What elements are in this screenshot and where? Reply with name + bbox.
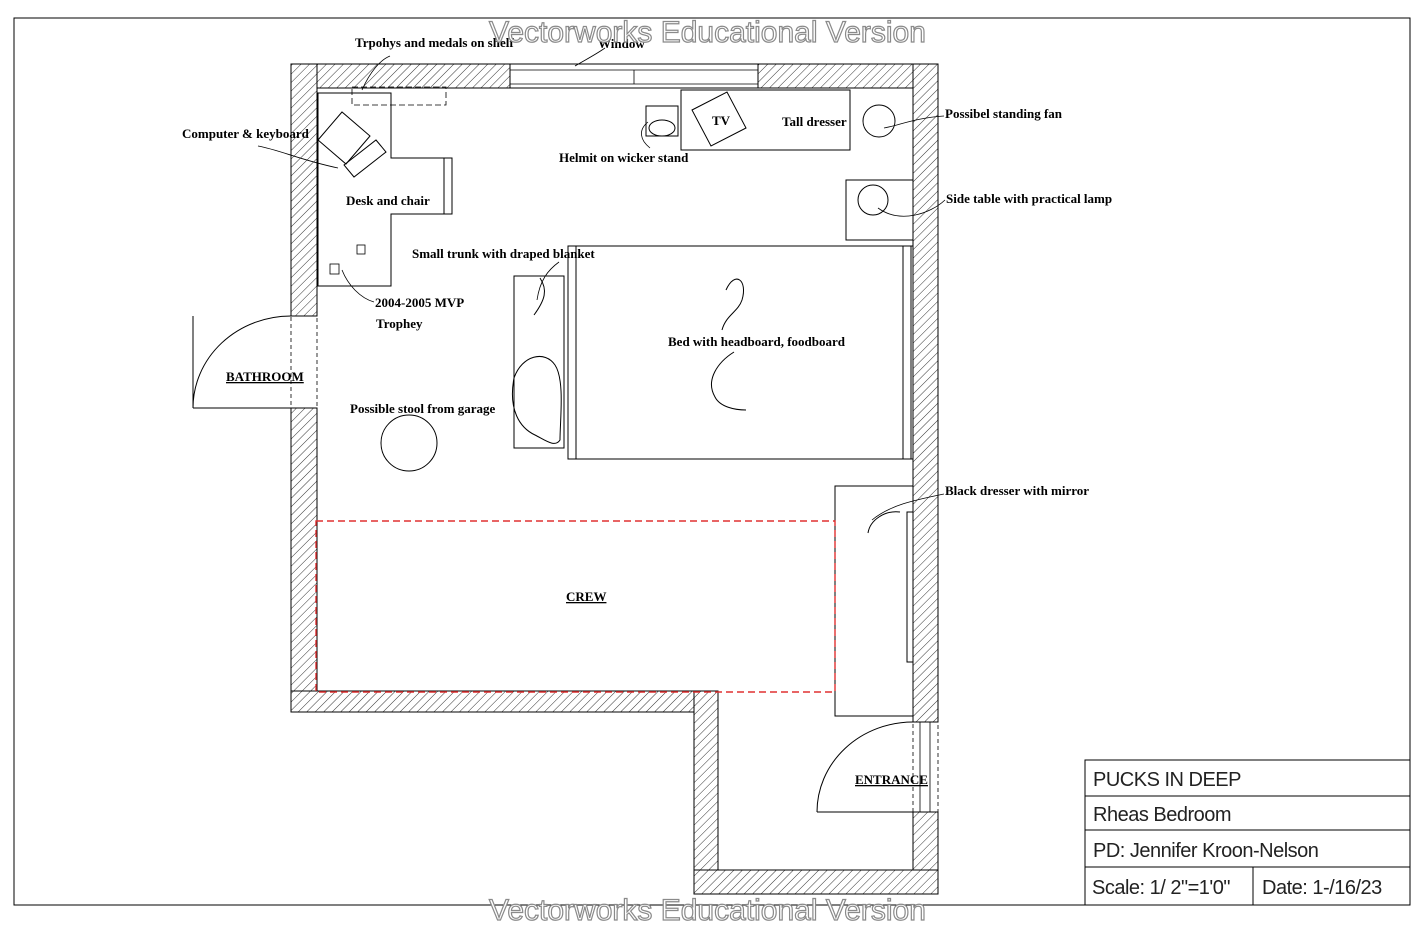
tall-dresser — [680, 89, 851, 151]
title-show: PUCKS IN DEEP — [1093, 769, 1241, 791]
desk — [317, 92, 453, 287]
label-helmet: Helmit on wicker stand — [559, 150, 689, 165]
label-stool: Possible stool from garage — [350, 401, 495, 416]
label-tv: TV — [712, 113, 731, 128]
stool — [380, 414, 438, 472]
label-fan: Possibel standing fan — [945, 106, 1063, 121]
label-desk: Desk and chair — [346, 193, 430, 208]
label-side-table: Side table with practical lamp — [946, 191, 1112, 206]
title-date: Date: 1-/16/23 — [1262, 877, 1382, 899]
bed — [567, 245, 914, 460]
label-crew: CREW — [566, 589, 606, 604]
label-mvp-2: Trophey — [376, 316, 423, 331]
trophy-shelf — [351, 86, 447, 106]
title-pd: PD: Jennifer Kroon-Nelson — [1093, 840, 1318, 862]
black-dresser — [834, 485, 914, 717]
walls — [290, 63, 939, 895]
watermark-bottom: Vectorworks Educational Version — [489, 894, 926, 927]
title-scale: Scale: 1/ 2"=1'0" — [1092, 877, 1230, 899]
label-tall-dresser: Tall dresser — [782, 114, 847, 129]
trunk — [512, 275, 565, 449]
title-scene: Rheas Bedroom — [1093, 804, 1231, 826]
label-trophies: Trpohys and medals on shelf — [355, 35, 514, 50]
leader-lines — [257, 47, 946, 521]
bathroom-door — [192, 315, 318, 409]
label-black-dresser: Black dresser with mirror — [945, 483, 1089, 498]
standing-fan — [862, 104, 896, 138]
label-trunk: Small trunk with draped blanket — [412, 246, 595, 261]
helmet-stand — [645, 105, 679, 137]
crew-area — [315, 520, 836, 693]
label-computer: Computer & keyboard — [182, 126, 310, 141]
window — [509, 63, 759, 89]
computer-keyboard — [317, 111, 387, 178]
label-window: Window — [598, 36, 645, 51]
title-block: PUCKS IN DEEP Rheas Bedroom PD: Jennifer… — [1084, 759, 1411, 906]
label-bed: Bed with headboard, foodboard — [668, 334, 846, 349]
room-labels: Trpohys and medals on shelf Window Compu… — [182, 35, 1112, 787]
sheet-border — [13, 17, 1411, 906]
label-bathroom: BATHROOM — [226, 369, 304, 384]
watermark-top: Vectorworks Educational Version — [489, 16, 926, 49]
label-mvp-1: 2004-2005 MVP — [375, 295, 464, 310]
label-entrance: ENTRANCE — [855, 772, 928, 787]
side-table — [845, 179, 914, 241]
entrance-door — [816, 721, 939, 813]
